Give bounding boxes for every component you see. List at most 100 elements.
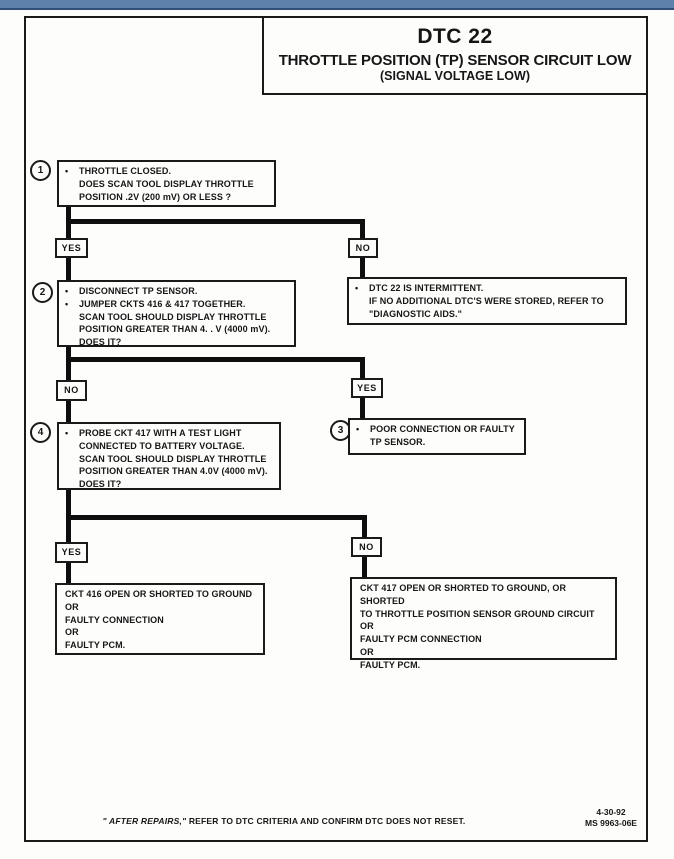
text-line: POSITION .2V (200 mV) OR LESS ? — [65, 191, 270, 204]
line-text: POSITION .2V (200 mV) OR LESS ? — [79, 191, 232, 202]
text-line: "DIAGNOSTIC AIDS." — [355, 308, 621, 321]
text-line: DOES SCAN TOOL DISPLAY THROTTLE — [65, 178, 270, 191]
line-text: FAULTY PCM CONNECTION — [360, 634, 482, 645]
line-text: CKT 417 OPEN OR SHORTED TO GROUND, OR SH… — [360, 583, 567, 606]
connector-line — [360, 397, 365, 420]
text-line: TO THROTTLE POSITION SENSOR GROUND CIRCU… — [360, 608, 611, 621]
decision-yes-3: YES — [55, 542, 88, 563]
text-line: FAULTY CONNECTION — [65, 614, 259, 627]
line-text: SCAN TOOL SHOULD DISPLAY THROTTLE — [79, 453, 267, 464]
bullet-icon: • — [355, 283, 359, 293]
line-text: POSITION GREATER THAN 4. . V (4000 mV). — [79, 324, 271, 335]
decision-yes-1: YES — [55, 238, 88, 258]
after-repairs-rest: REFER TO DTC CRITERIA AND CONFIRM DTC DO… — [186, 816, 466, 826]
bullet-spacer — [65, 336, 79, 349]
connector-line — [66, 357, 365, 362]
connector-line — [66, 562, 71, 585]
text-line: CKT 417 OPEN OR SHORTED TO GROUND, OR SH… — [360, 582, 611, 608]
line-text: DTC 22 IS INTERMITTENT. — [369, 283, 484, 293]
page-title: THROTTLE POSITION (TP) SENSOR CIRCUIT LO… — [278, 52, 632, 69]
text-line: OR — [65, 626, 259, 639]
line-text: DOES IT? — [79, 337, 122, 348]
text-line: FAULTY PCM. — [360, 659, 611, 672]
text-line: • PROBE CKT 417 WITH A TEST LIGHT — [65, 427, 275, 440]
connector-line — [360, 219, 365, 240]
line-text: SCAN TOOL SHOULD DISPLAY THROTTLE — [79, 311, 267, 322]
line-text: OR — [360, 621, 374, 632]
line-text: CKT 416 OPEN OR SHORTED TO GROUND — [65, 589, 253, 599]
step3-box: • POOR CONNECTION OR FAULTY TP SENSOR. — [348, 418, 526, 455]
text-line: OR — [360, 620, 611, 633]
step-number-1: 1 — [30, 160, 51, 181]
bullet-spacer — [65, 311, 79, 324]
bullet-spacer — [65, 323, 79, 336]
text-line: POSITION GREATER THAN 4. . V (4000 mV). — [65, 323, 290, 336]
bullet-icon: • — [65, 166, 69, 176]
bullet-spacer — [65, 440, 79, 453]
text-line: SCAN TOOL SHOULD DISPLAY THROTTLE — [65, 311, 290, 324]
text-line: •JUMPER CKTS 416 & 417 TOGETHER. — [65, 298, 290, 311]
bullet-spacer — [65, 453, 79, 466]
connector-line — [362, 556, 367, 579]
bullet-spacer — [355, 295, 369, 308]
line-text: DISCONNECT TP SENSOR. — [79, 286, 198, 296]
text-line: IF NO ADDITIONAL DTC'S WERE STORED, REFE… — [355, 295, 621, 308]
intermittent-box: • DTC 22 IS INTERMITTENT. IF NO ADDITIONAL… — [347, 277, 627, 325]
line-text: OR — [65, 627, 79, 638]
connector-line — [360, 357, 365, 380]
step1-box: •THROTTLE CLOSED.DOES SCAN TOOL DISPLAY … — [57, 160, 276, 207]
connector-line — [66, 400, 71, 424]
step2-box: • DISCONNECT TP SENSOR. •JUMPER CKTS 416 &… — [57, 280, 296, 347]
decision-no-1: NO — [348, 238, 378, 258]
page-subtitle: (SIGNAL VOLTAGE LOW) — [380, 69, 530, 83]
bullet-spacer — [355, 308, 369, 321]
text-line: OR — [360, 646, 611, 659]
title-box: DTC 22 THROTTLE POSITION (TP) SENSOR CIR… — [262, 16, 648, 95]
decision-no-2: NO — [56, 380, 87, 401]
connector-line — [360, 256, 365, 279]
window-top-bar — [0, 0, 674, 10]
bullet-icon: • — [356, 424, 360, 434]
connector-line — [66, 345, 71, 382]
bullet-spacer — [65, 478, 79, 491]
text-line: • DISCONNECT TP SENSOR. — [65, 285, 290, 298]
connector-line — [362, 515, 367, 539]
text-line: OR — [65, 601, 259, 614]
line-text: PROBE CKT 417 WITH A TEST LIGHT — [79, 428, 242, 438]
revision-date: 4-30-92 — [596, 807, 626, 817]
line-text: POSITION GREATER THAN 4.0V (4000 mV). — [79, 466, 268, 477]
after-repairs-italic: " AFTER REPAIRS," — [102, 816, 187, 826]
line-text: FAULTY CONNECTION — [65, 614, 164, 625]
text-line: FAULTY PCM. — [65, 639, 259, 652]
connector-line — [66, 256, 71, 282]
line-text: TO THROTTLE POSITION SENSOR GROUND CIRCU… — [360, 608, 595, 619]
line-text: TP SENSOR. — [370, 436, 426, 447]
line-text: OR — [360, 646, 374, 657]
result-right-box: CKT 417 OPEN OR SHORTED TO GROUND, OR SH… — [350, 577, 617, 670]
dtc-code: DTC 22 — [417, 25, 493, 48]
bullet-spacer — [65, 178, 79, 191]
line-text: POOR CONNECTION OR FAULTY — [370, 424, 515, 434]
text-line: TP SENSOR. — [356, 436, 520, 449]
after-repairs-note: " AFTER REPAIRS," REFER TO DTC CRITERIA … — [24, 816, 544, 826]
bullet-icon: • — [65, 286, 69, 296]
line-text: DOES IT? — [79, 479, 122, 490]
line-text: FAULTY PCM. — [65, 640, 126, 651]
text-line: • DTC 22 IS INTERMITTENT. — [355, 282, 621, 295]
connector-line — [66, 515, 367, 520]
text-line: CONNECTED TO BATTERY VOLTAGE. — [65, 440, 275, 453]
line-text: DOES SCAN TOOL DISPLAY THROTTLE — [79, 178, 254, 189]
bullet-spacer — [65, 191, 79, 204]
text-line: SCAN TOOL SHOULD DISPLAY THROTTLE — [65, 453, 275, 466]
line-text: IF NO ADDITIONAL DTC'S WERE STORED, REFE… — [369, 295, 604, 306]
step4-box: • PROBE CKT 417 WITH A TEST LIGHT CONNECTE… — [57, 422, 281, 490]
bullet-spacer — [356, 436, 370, 449]
line-text: JUMPER CKTS 416 & 417 TOGETHER. — [79, 298, 246, 309]
decision-yes-2: YES — [351, 378, 383, 398]
bullet-icon: • — [65, 428, 69, 438]
step-number-2: 2 — [32, 282, 53, 303]
text-line: DOES IT? — [65, 336, 290, 349]
text-line: DOES IT? — [65, 478, 275, 491]
step-number-4: 4 — [30, 422, 51, 443]
